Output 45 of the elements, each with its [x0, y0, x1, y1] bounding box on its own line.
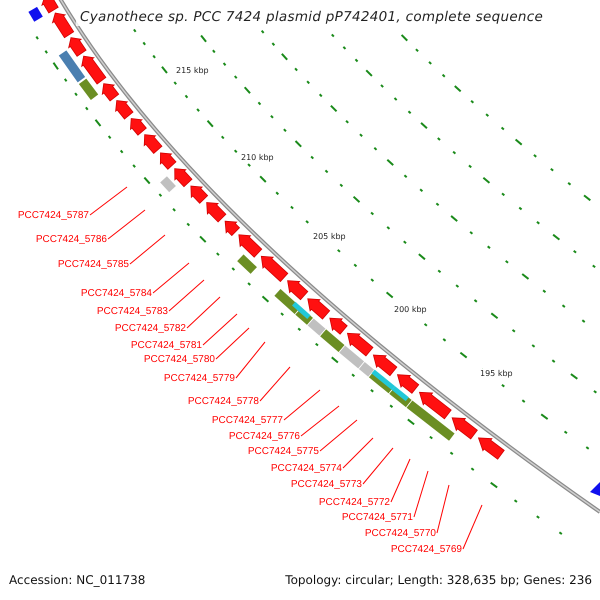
leader-line — [320, 420, 358, 452]
scale-label: 215 kbp — [176, 66, 209, 76]
gene-label: PCC7424_5785 — [58, 259, 129, 271]
scale-label: 210 kbp — [241, 153, 274, 163]
leader-line — [202, 314, 238, 346]
gene-label: PCC7424_5771 — [342, 512, 413, 524]
scale-label: 205 kbp — [313, 232, 346, 242]
leader-line — [300, 406, 340, 436]
scale-label: 200 kbp — [394, 305, 427, 315]
gene-label: PCC7424_5779 — [164, 373, 235, 385]
gene-label: PCC7424_5775 — [248, 446, 319, 458]
gene-label: PCC7424_5782 — [114, 323, 186, 335]
leader-line — [130, 234, 166, 264]
gene-label: PCC7424_5772 — [318, 497, 390, 509]
leader-line — [390, 458, 410, 502]
gene-label: PCC7424_5770 — [364, 528, 436, 540]
scale-label: 195 kbp — [480, 369, 513, 379]
gene-label: PCC7424_5780 — [144, 354, 215, 366]
leader-line — [168, 280, 204, 312]
accession-text: Accession: NC_011738 — [9, 573, 146, 587]
leader-line — [284, 390, 320, 420]
leader-line — [462, 504, 482, 550]
gene-label: PCC7424_5773 — [290, 479, 362, 491]
gene-label: PCC7424_5778 — [188, 396, 259, 408]
gene-label: PCC7424_5777 — [212, 415, 283, 427]
summary-text: Topology: circular; Length: 328,635 bp; Genes: 236 — [285, 573, 592, 587]
leader-line — [108, 210, 146, 240]
gene-label: PCC7424_5783 — [96, 306, 168, 318]
leader-line — [436, 484, 450, 534]
leader-line — [260, 366, 290, 402]
gene-label: PCC7424_5769 — [390, 544, 462, 556]
leader-line — [90, 186, 128, 216]
leader-line — [414, 470, 428, 518]
gene-label: PCC7424_5787 — [18, 210, 89, 222]
leader-line — [216, 328, 250, 360]
leader-line — [186, 296, 220, 328]
gene-label: PCC7424_5781 — [130, 340, 202, 352]
leader-line — [236, 342, 266, 378]
leader-line — [362, 448, 394, 484]
gene-label: PCC7424_5786 — [36, 234, 107, 246]
gene-label: PCC7424_5784 — [80, 288, 152, 300]
leader-line — [152, 262, 190, 294]
gene-label: PCC7424_5774 — [270, 463, 342, 475]
leader-line — [342, 438, 374, 468]
gene-label: PCC7424_5776 — [228, 431, 300, 443]
